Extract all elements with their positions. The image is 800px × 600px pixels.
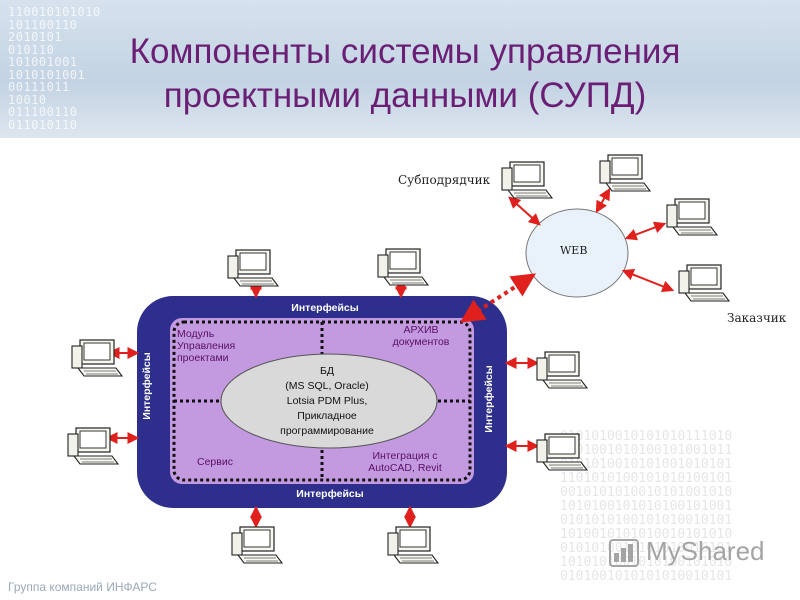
computer-left-top (71, 339, 123, 377)
interfaces-left-label: Интерфейсы (141, 352, 153, 420)
computer-web-top (599, 154, 651, 192)
interfaces-right-label: Интерфейсы (483, 365, 495, 433)
interfaces-top-label: Интерфейсы (291, 302, 359, 314)
archive-label: АРХИВ документов (392, 324, 450, 348)
database-text: БД (MS SQL, Oracle) Lotsia PDM Plus, При… (252, 364, 402, 439)
binary-line: 011100110 (8, 105, 78, 119)
db-line-3: Lotsia PDM Plus, (286, 395, 368, 407)
computer-bottom-left (231, 526, 283, 564)
computer-subcontractor (501, 161, 553, 199)
header-band (0, 0, 800, 138)
binary-line: 1010101001 (8, 67, 86, 82)
computer-right-top (536, 351, 588, 389)
db-line-1: БД (319, 365, 334, 377)
computer-bottom-right (387, 526, 439, 564)
arrow-web-customer (621, 268, 675, 293)
brand-name: MyShared (646, 536, 765, 566)
db-line-5: программирование (280, 425, 374, 437)
computer-customer (678, 264, 730, 302)
computer-web-right (666, 198, 718, 236)
binary-line: 101001001 (8, 55, 78, 69)
binary-line: 00111011 (8, 80, 70, 94)
module-label: Модуль Управления проектами (177, 328, 236, 364)
db-line-2: (MS SQL, Oracle) (285, 380, 369, 392)
subcontractor-label: Субподрядчик (398, 173, 491, 187)
customer-label: Заказчик (727, 311, 787, 325)
service-label: Сервис (197, 456, 233, 468)
arrow-web-top (595, 187, 611, 214)
integration-label: Интеграция с AutoCAD, Revit (368, 450, 442, 474)
binary-line: 10010 (8, 92, 47, 107)
page-title: Компоненты системы управления проектными… (60, 30, 750, 118)
web-circle (525, 208, 629, 298)
arrow-web-right (624, 221, 667, 241)
web-label: WEB (560, 244, 588, 257)
arrow-box-web (459, 273, 537, 323)
binary-line: 101100110 (8, 17, 78, 32)
background-binary-watermark: 0101010010101010111010 11010010101001010… (560, 429, 733, 584)
computer-top-right (377, 248, 429, 286)
binary-line: 010110 (8, 42, 55, 57)
title-line-2: проектными данными (СУПД) (163, 76, 647, 115)
footer-company: Группа компаний ИНФАРС (8, 580, 157, 594)
db-line-4: Прикладное (297, 410, 357, 422)
binary-line: 110010101010 (8, 5, 101, 19)
database-ellipse (220, 353, 438, 449)
binary-line: 2010101 (8, 30, 63, 44)
myshared-logo-icon (609, 539, 639, 567)
computer-left-bottom (67, 427, 119, 465)
computer-top-left (227, 249, 279, 287)
title-line-1: Компоненты системы управления (129, 32, 681, 71)
binary-line: 011010110 (8, 117, 78, 132)
arrow-web-subcontractor (508, 196, 541, 226)
interfaces-bottom-label: Интерфейсы (296, 488, 364, 500)
computer-right-bottom (536, 433, 588, 471)
